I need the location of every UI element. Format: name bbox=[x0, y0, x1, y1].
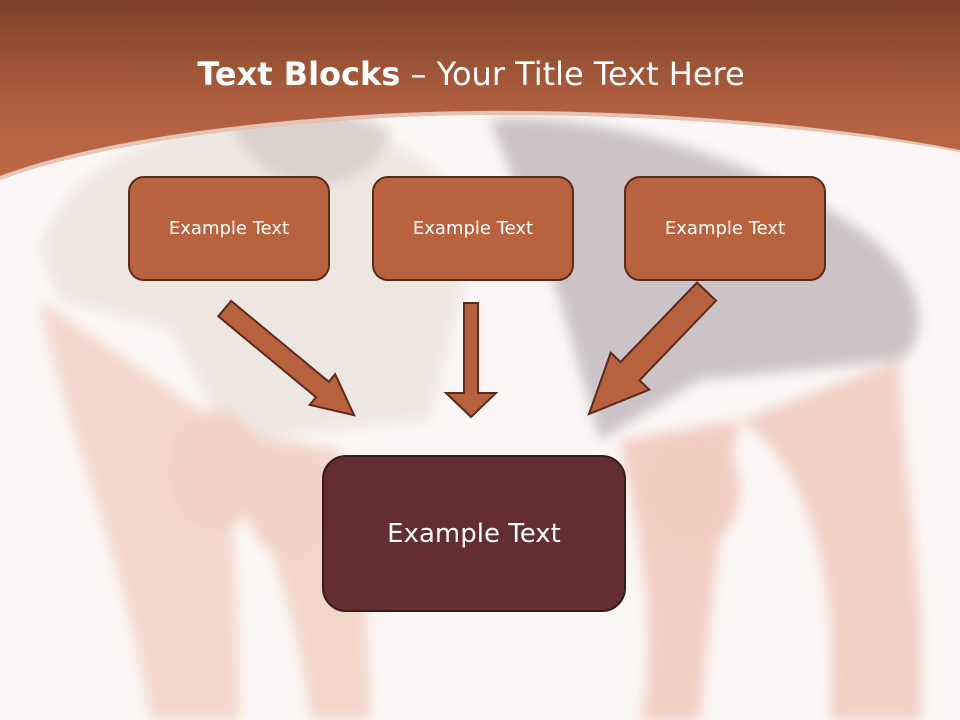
text-block-center: Example Text bbox=[372, 176, 574, 281]
text-block-right: Example Text bbox=[624, 176, 826, 281]
text-block-result: Example Text bbox=[322, 455, 626, 612]
arrow-down-left-icon bbox=[587, 281, 718, 416]
slide-title: Text Blocks – Your Title Text Here bbox=[0, 52, 942, 96]
arrow-down-right-icon bbox=[216, 299, 356, 417]
slide-title-bold: Text Blocks bbox=[197, 55, 401, 93]
arrow-down-icon bbox=[443, 302, 499, 419]
slide-title-rest: – Your Title Text Here bbox=[400, 55, 745, 93]
text-block-left: Example Text bbox=[128, 176, 330, 281]
